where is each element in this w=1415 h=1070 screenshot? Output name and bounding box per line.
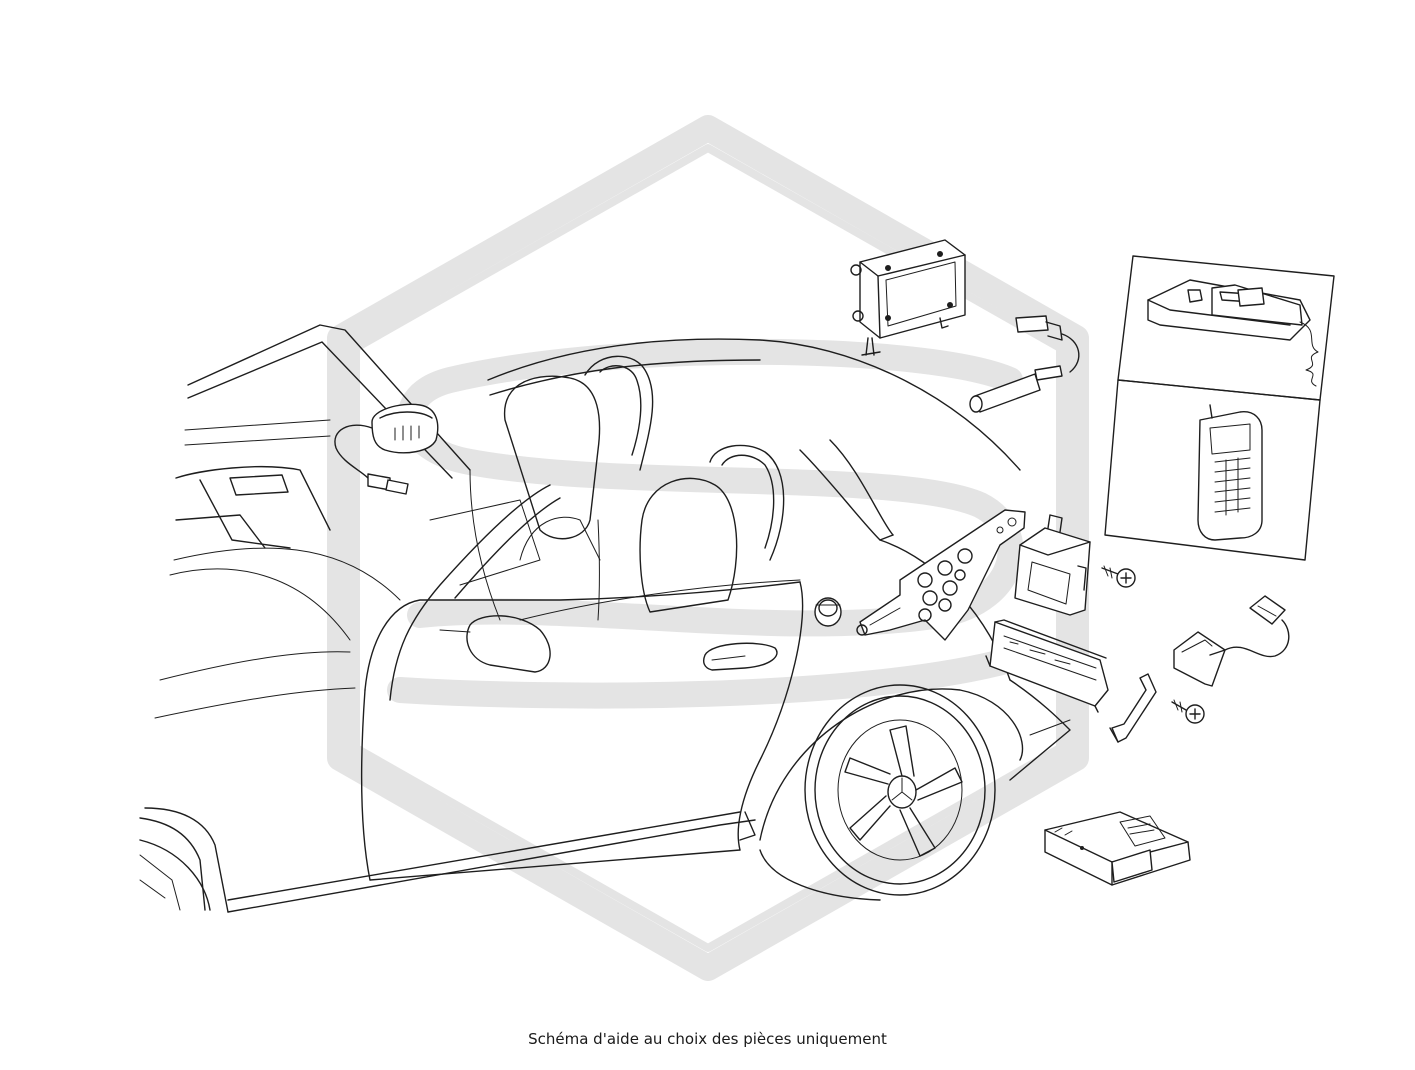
tray-icon — [985, 619, 1109, 713]
screw-icon — [1171, 699, 1205, 724]
connector-cable-icon — [1173, 595, 1290, 687]
telephone-control-unit-icon — [850, 239, 966, 356]
clip-icon — [1109, 673, 1157, 743]
grommet-icon — [814, 597, 842, 627]
screw-icon — [1101, 565, 1136, 588]
diagram-caption: Schéma d'aide au choix des pièces unique… — [528, 1030, 887, 1048]
electronic-module-icon — [1044, 811, 1191, 886]
bracket-plate-icon — [856, 509, 1026, 641]
holder-frame-icon — [1014, 514, 1091, 616]
microphone-icon — [334, 403, 439, 495]
convertible-car-outline-icon — [139, 324, 1071, 913]
antenna-cable-icon — [969, 315, 1080, 413]
mobile-phone-icon — [1104, 379, 1321, 561]
car-phone-handset-icon — [1117, 255, 1335, 401]
